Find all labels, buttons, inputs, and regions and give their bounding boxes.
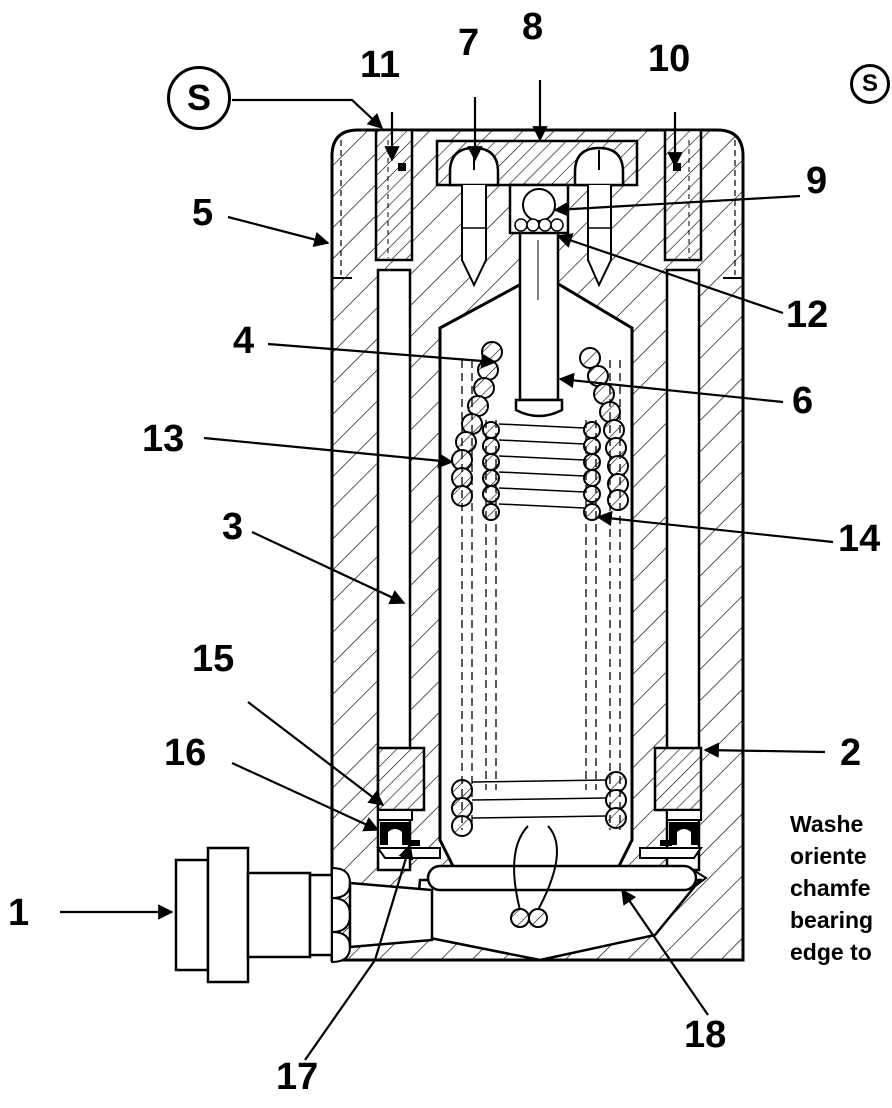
note-line-5: edge to (790, 939, 872, 965)
callout-6: 6 (792, 380, 814, 422)
callout-3: 3 (222, 506, 244, 548)
spring-coil (603, 419, 625, 441)
s-symbol-right: S (850, 64, 890, 104)
spring-coil (455, 431, 477, 453)
callout-16: 16 (164, 732, 207, 774)
spring-coil-lines (471, 423, 607, 819)
seal-stack-right (639, 746, 703, 859)
s-symbol-left: S (167, 66, 231, 130)
callout-10: 10 (648, 38, 691, 80)
hidden-spring-lines (461, 360, 621, 830)
spring-coil (605, 807, 627, 829)
callout-1: 1 (8, 892, 30, 934)
spring-coil (579, 347, 601, 369)
callout-5: 5 (192, 192, 214, 234)
callout-18: 18 (684, 1014, 727, 1056)
spring-coil (605, 437, 627, 459)
callout-2: 2 (840, 732, 862, 774)
callout-9: 9 (806, 160, 828, 202)
spring-coil (477, 359, 499, 381)
callout-14: 14 (838, 518, 881, 560)
spring-coil (467, 395, 489, 417)
callout-8: 8 (522, 6, 544, 48)
callout-13: 13 (142, 418, 185, 460)
callout-11: 11 (360, 44, 401, 86)
washer-orientation-note: Washe oriente chamfe bearing edge to (790, 808, 873, 968)
callout-7: 7 (458, 22, 480, 64)
note-line-2: oriente (790, 843, 867, 869)
coupler-fitting (174, 846, 434, 984)
spring-coil (482, 503, 500, 521)
spring-coil (473, 377, 495, 399)
note-line-1: Washe (790, 811, 864, 837)
spring-coil (593, 383, 615, 405)
top-cap (435, 139, 639, 288)
spring-coil (481, 341, 503, 363)
seal-stack-left (376, 746, 441, 859)
callout-4: 4 (233, 320, 255, 362)
leader-lines (60, 80, 834, 1061)
outer-spring (451, 341, 629, 837)
spring-coil (482, 485, 500, 503)
spring-coil (607, 489, 629, 511)
callout-15: 15 (192, 638, 235, 680)
note-line-4: bearing (790, 907, 874, 933)
callout-12: 12 (786, 294, 829, 336)
note-line-3: chamfe (790, 875, 871, 901)
callout-17: 17 (276, 1056, 319, 1098)
